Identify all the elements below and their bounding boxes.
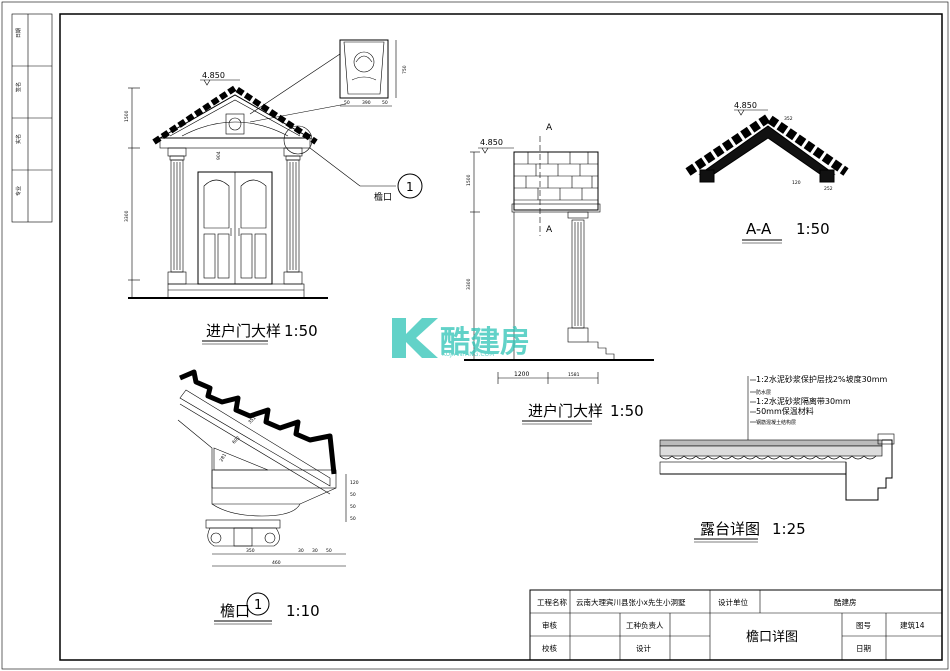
eave-num: 1 <box>254 598 262 613</box>
terrace-note-5: 钢筋混凝土结构层 <box>756 419 796 426</box>
elevation2-scale: 1:50 <box>610 402 644 420</box>
dim-aa-2: 120 <box>792 180 801 186</box>
dim-bottom-d: 50 <box>326 548 332 554</box>
dim-top-3: 50 <box>382 100 388 106</box>
callout-circle <box>283 125 313 155</box>
dim-top-2: 390 <box>362 100 371 106</box>
dim-slope-1: 351 <box>247 415 257 425</box>
drawing-title: 檐口详图 <box>746 630 798 645</box>
eave-scale: 1:10 <box>286 602 320 620</box>
review-label: 审核 <box>542 620 557 630</box>
right-column <box>283 147 303 285</box>
check-label: 校核 <box>542 643 557 653</box>
design-unit-value: 酷建房 <box>834 597 857 607</box>
callout-num: 1 <box>406 180 414 194</box>
entry-door-elevation-side: A A 4.850 1500 3300 1200 1581 进户门大样 1:50 <box>464 123 654 425</box>
terrace-detail: 1:2水泥砂浆保护层找2%坡度30mm 防水层 1:2水泥砂浆隔离带30mm 5… <box>659 374 895 543</box>
dim-bottom-1: 1200 <box>514 371 529 378</box>
terrace-note-1: 1:2水泥砂浆保护层找2%坡度30mm <box>756 374 888 384</box>
dim-total: 460 <box>272 560 281 566</box>
title-block: 工程名称 云南大理宾川县张小x先生小洞墅 设计单位 酷建房 审核 工种负责人 檐… <box>529 589 943 661</box>
terrace-scale: 1:25 <box>772 520 806 538</box>
section-mark-bottom: A <box>546 225 553 235</box>
design-label: 设计 <box>636 643 651 653</box>
keystone-detail: 750 50 390 50 <box>249 39 408 123</box>
watermark-sub: KUJIANFANG.COM <box>442 351 494 358</box>
terrace-note-3: 1:2水泥砂浆隔离带30mm <box>756 396 851 406</box>
level-mark-aa: 4.850 <box>734 101 757 110</box>
callout-label: 檐口 <box>374 191 392 203</box>
pic-label: 工种负责人 <box>626 620 664 630</box>
eave-detail: 351 602 281 120 50 50 50 350 30 30 50 46… <box>177 369 359 625</box>
double-door <box>197 171 273 285</box>
project-label: 工程名称 <box>537 597 567 607</box>
strip-label-name: 实名 <box>15 134 22 144</box>
dim-top-1: 50 <box>344 100 350 106</box>
callout-ref-circle <box>397 173 423 199</box>
section-aa: 4.850 352 120 252 A-A 1:50 <box>685 101 849 244</box>
design-unit-label: 设计单位 <box>718 597 748 607</box>
dim-slope-2: 602 <box>231 435 241 445</box>
terrace-note-4: 50mm保温材料 <box>756 406 814 416</box>
elevation1-title: 进户门大样 <box>206 322 281 340</box>
dim-slope-3: 281 <box>219 452 229 463</box>
drawing-no-value: 建筑14 <box>900 620 925 630</box>
dim-aa-3: 252 <box>824 186 833 192</box>
section-aa-scale: 1:50 <box>796 220 830 238</box>
dim-aa-1: 352 <box>784 116 793 122</box>
dim-door: 904 <box>216 151 222 160</box>
dim-roof-height: 1500 <box>124 110 130 122</box>
elevation2-title: 进户门大样 <box>528 402 603 420</box>
project-value: 云南大理宾川县张小x先生小洞墅 <box>576 597 686 607</box>
dim-right-1: 120 <box>350 480 359 486</box>
strip-label-major: 专业 <box>15 186 22 196</box>
entry-door-elevation-front: 1500 3300 4.850 904 750 50 390 50 1 <box>124 39 423 345</box>
dim-column-height-side: 3300 <box>466 278 472 290</box>
left-sign-strip: 日期 签名 实名 专业 <box>11 13 53 223</box>
dim-bottom-a: 350 <box>246 548 255 554</box>
level-mark: 4.850 <box>202 71 225 80</box>
date-label: 日期 <box>856 644 871 653</box>
inner-frame <box>59 13 943 661</box>
strip-label-date: 日期 <box>16 28 22 38</box>
dim-right-2: 50 <box>350 492 356 498</box>
level-mark-side: 4.850 <box>480 138 503 147</box>
dim-bottom-b: 30 <box>298 548 304 554</box>
dim-column-height: 3300 <box>124 210 130 222</box>
dim-keystone-h: 750 <box>402 65 408 74</box>
terrace-note-2: 防水层 <box>756 389 771 396</box>
left-column <box>167 147 187 285</box>
strip-label-sign: 签名 <box>15 82 22 92</box>
dim-bottom-2: 1581 <box>568 372 580 378</box>
watermark-logo: 酷建房 KUJIANFANG.COM <box>392 318 530 360</box>
watermark-brand: 酷建房 <box>440 325 530 360</box>
dim-right-3: 50 <box>350 504 356 510</box>
elevation1-scale: 1:50 <box>284 322 318 340</box>
section-aa-title: A-A <box>746 220 772 238</box>
dim-right-4: 50 <box>350 516 356 522</box>
dim-roof-height-side: 1500 <box>466 174 472 186</box>
dim-bottom-c: 30 <box>312 548 318 554</box>
terrace-title: 露台详图 <box>700 520 760 538</box>
section-mark-top: A <box>546 123 553 133</box>
eave-title: 檐口 <box>220 602 250 620</box>
drawing-no-label: 图号 <box>856 621 871 630</box>
